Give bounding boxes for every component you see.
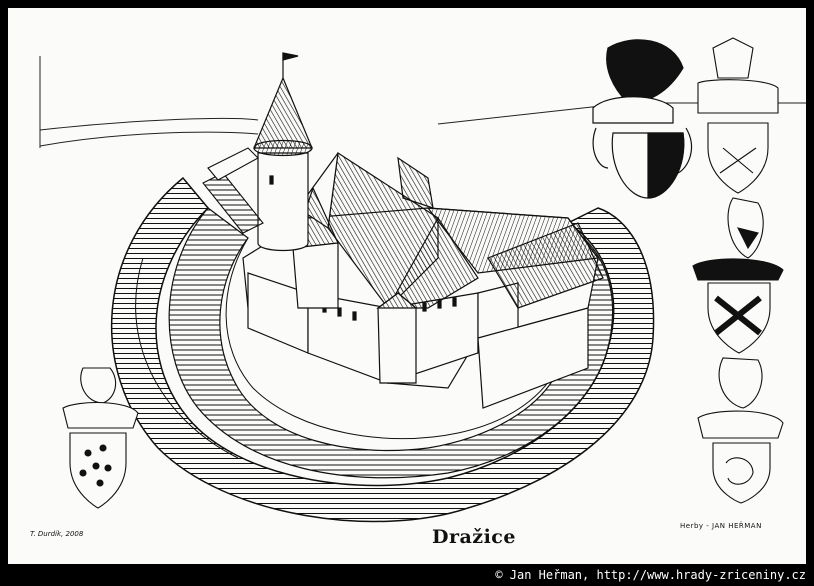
drawing-title: Dražice (432, 526, 516, 548)
coat-of-arms-eagle-crest (592, 39, 692, 199)
coat-of-arms-antlers (697, 37, 779, 194)
drawing-paper: T. Durdík, 2008 Dražice Herby - JAN HEŘM… (8, 8, 806, 564)
coat-of-arms-wing-crest (692, 197, 784, 354)
outer-rampart (111, 176, 655, 523)
artist-signature-left: T. Durdík, 2008 (30, 530, 84, 538)
background-lines (39, 56, 806, 148)
coat-of-arms-feather-crest (697, 357, 784, 504)
gate-bridge (202, 147, 264, 234)
round-tower (253, 52, 313, 252)
coat-of-arms-grapevine (62, 367, 139, 509)
copyright-notice: © Jan Heřman, http://www.hrady-zriceniny… (495, 568, 806, 582)
artist-signature-right: Herby - JAN HEŘMAN (680, 522, 762, 530)
castle-illustration (39, 37, 806, 523)
castle-roofs (292, 151, 604, 384)
